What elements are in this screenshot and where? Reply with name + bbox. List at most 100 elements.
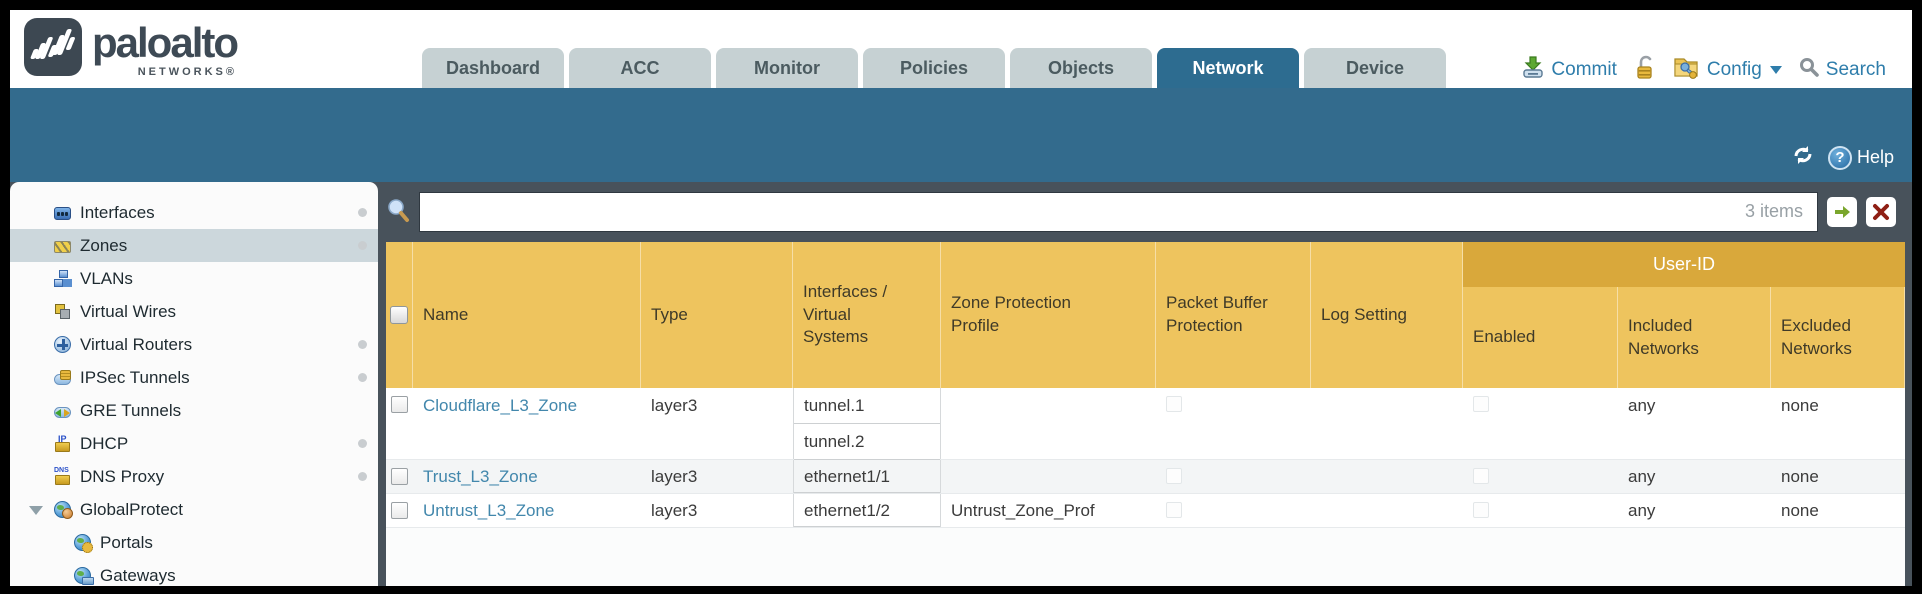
cell-enabled: [1463, 460, 1618, 493]
sub-header: ? Help: [10, 88, 1912, 182]
column-header-name[interactable]: Name: [413, 242, 641, 388]
globalprotect-icon: [54, 501, 73, 519]
zone-name-link[interactable]: Trust_L3_Zone: [423, 467, 538, 486]
help-button[interactable]: ? Help: [1827, 145, 1894, 170]
sidebar-item-portals[interactable]: Portals: [10, 526, 378, 559]
cell-zone-protection-profile: [941, 460, 1156, 493]
vlans-icon: [54, 270, 71, 287]
column-header-enabled[interactable]: Enabled: [1463, 287, 1618, 388]
pending-change-dot: [358, 472, 367, 481]
tab-policies[interactable]: Policies: [863, 48, 1005, 88]
packet-buffer-protection-checkbox[interactable]: [1166, 396, 1182, 412]
row-checkbox[interactable]: [391, 468, 408, 485]
column-header-log-setting[interactable]: Log Setting: [1311, 242, 1463, 388]
dhcp-icon: [54, 434, 71, 452]
commit-button[interactable]: Commit: [1521, 55, 1617, 85]
help-icon: ?: [1827, 145, 1852, 170]
row-checkbox[interactable]: [391, 502, 408, 519]
cell-select: [386, 460, 413, 493]
cell-log-setting: [1311, 494, 1463, 527]
interface-entry: tunnel.2: [794, 424, 940, 460]
row-checkbox[interactable]: [391, 396, 408, 413]
clear-filter-button[interactable]: [1866, 197, 1896, 227]
refresh-icon[interactable]: [1790, 143, 1816, 172]
packet-buffer-protection-checkbox[interactable]: [1166, 502, 1182, 518]
user-id-enabled-checkbox[interactable]: [1473, 396, 1489, 412]
sidebar-item-dns-proxy[interactable]: DNS Proxy: [10, 460, 378, 493]
cell-excluded-networks: none: [1781, 501, 1819, 520]
user-id-enabled-checkbox[interactable]: [1473, 502, 1489, 518]
pending-change-dot: [358, 208, 367, 217]
brand-name: paloalto: [92, 19, 239, 66]
tab-objects[interactable]: Objects: [1010, 48, 1152, 88]
zones-icon: [54, 241, 71, 253]
tab-network[interactable]: Network: [1157, 48, 1299, 88]
expander-triangle-icon[interactable]: [29, 506, 43, 515]
cell-zone-protection-profile: Untrust_Zone_Prof: [951, 501, 1095, 520]
column-header-interfaces[interactable]: Interfaces / Virtual Systems: [793, 242, 941, 388]
config-menu[interactable]: Config: [1673, 54, 1782, 86]
header-actions: Commit: [1521, 54, 1886, 86]
sidebar-item-interfaces[interactable]: Interfaces: [10, 196, 378, 229]
paloalto-logo-text: paloalto NETWORKS®: [92, 18, 239, 79]
column-header-zone-protection-profile[interactable]: Zone Protection Profile: [941, 242, 1156, 388]
gateways-icon: [74, 567, 94, 585]
brand-sub: NETWORKS®: [137, 66, 238, 78]
column-header-excluded-networks[interactable]: Excluded Networks: [1771, 287, 1905, 388]
lock-icon[interactable]: [1633, 55, 1657, 86]
interface-entry: tunnel.1: [794, 388, 940, 424]
dns-proxy-icon: [54, 467, 71, 485]
sidebar-item-gateways[interactable]: Gateways: [10, 559, 378, 586]
cell-excluded-networks: none: [1781, 396, 1819, 415]
gre-tunnels-icon: [54, 407, 71, 418]
cell-packet-buffer-protection: [1156, 460, 1311, 493]
tab-dashboard[interactable]: Dashboard: [422, 48, 564, 88]
help-label: Help: [1856, 147, 1894, 167]
user-id-group-header: User-ID: [1463, 242, 1905, 287]
packet-buffer-protection-checkbox[interactable]: [1166, 468, 1182, 484]
cell-packet-buffer-protection: [1156, 388, 1311, 459]
sidebar-item-gre-tunnels[interactable]: GRE Tunnels: [10, 394, 378, 427]
sidebar-item-virtual-wires[interactable]: Virtual Wires: [10, 295, 378, 328]
sidebar-item-globalprotect[interactable]: GlobalProtect: [10, 493, 378, 526]
pending-change-dot: [358, 439, 367, 448]
sidebar-item-virtual-routers[interactable]: Virtual Routers: [10, 328, 378, 361]
filter-input[interactable]: [420, 193, 1817, 231]
interface-entry: ethernet1/1: [794, 460, 940, 493]
column-header-included-networks[interactable]: Included Networks: [1618, 287, 1771, 388]
cell-included-networks: any: [1628, 501, 1656, 520]
tab-monitor[interactable]: Monitor: [716, 48, 858, 88]
interface-entry: ethernet1/2: [794, 494, 940, 527]
sidebar-item-vlans[interactable]: VLANs: [10, 262, 378, 295]
tab-device[interactable]: Device: [1304, 48, 1446, 88]
sidebar-item-ipsec-tunnels[interactable]: IPSec Tunnels: [10, 361, 378, 394]
zone-name-link[interactable]: Untrust_L3_Zone: [423, 501, 555, 520]
commit-icon: [1521, 55, 1545, 85]
search-label: Search: [1825, 59, 1886, 80]
pending-change-dot: [358, 340, 367, 349]
cell-included-networks: any: [1628, 467, 1656, 486]
commit-label: Commit: [1551, 59, 1617, 80]
column-header-select[interactable]: [386, 242, 413, 388]
select-all-checkbox[interactable]: [390, 306, 408, 324]
sidebar-item-dhcp[interactable]: DHCP: [10, 427, 378, 460]
column-header-packet-buffer-protection[interactable]: Packet Buffer Protection: [1156, 242, 1311, 388]
apply-filter-button[interactable]: [1827, 197, 1857, 227]
column-header-type[interactable]: Type: [641, 242, 793, 388]
sidebar-item-zones[interactable]: Zones: [10, 229, 378, 262]
search-button[interactable]: Search: [1798, 56, 1886, 84]
cell-name: Untrust_L3_Zone: [413, 494, 641, 527]
cell-select: [386, 494, 413, 527]
tab-acc[interactable]: ACC: [569, 48, 711, 88]
zone-name-link[interactable]: Cloudflare_L3_Zone: [423, 396, 578, 415]
user-id-enabled-checkbox[interactable]: [1473, 468, 1489, 484]
virtual-routers-icon: [54, 336, 71, 353]
